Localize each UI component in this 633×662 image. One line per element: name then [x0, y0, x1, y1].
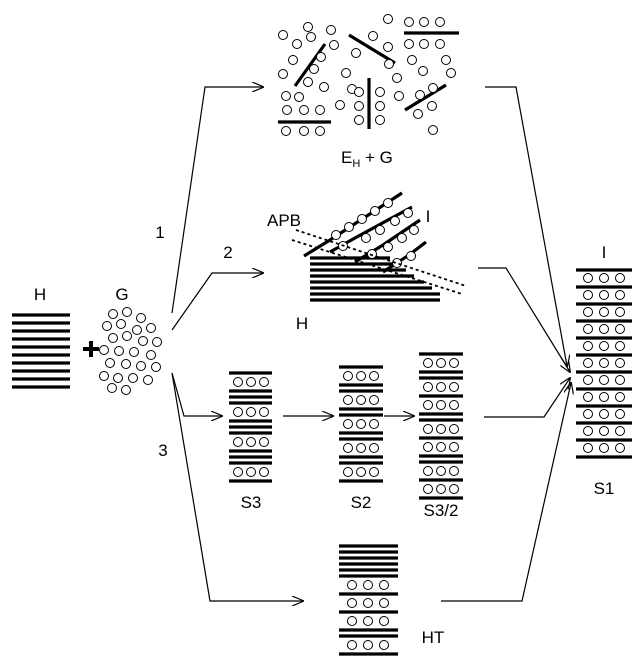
stage-1-top-label: I [602, 243, 607, 262]
ht-to-s1-arrow [441, 383, 571, 601]
stage-3-label: S3 [241, 493, 262, 512]
plus-icon [83, 341, 99, 357]
stage-3-2-label: S3/2 [424, 501, 459, 520]
path-2-label: 2 [223, 243, 232, 262]
apb-to-s1-arrow [478, 268, 570, 372]
path-3-upper-arrow [172, 373, 222, 416]
host-label: H [34, 285, 46, 304]
ht-stack [339, 546, 398, 654]
path-3-label: 3 [158, 441, 167, 460]
intercalate-label: I [426, 207, 431, 226]
stage-2-label: S2 [351, 493, 372, 512]
stage-3-2-stack [419, 354, 463, 498]
stage-1-label: S1 [594, 479, 615, 498]
exfoliated-label: EH + G [341, 148, 393, 170]
exfoliated-to-s1-arrow [485, 87, 567, 366]
guest-molecules [100, 308, 162, 395]
partial-intercalation-host [310, 258, 440, 300]
apb-label: APB [267, 211, 301, 230]
partial-intercalation-layers [304, 193, 426, 272]
stage-3-stack [229, 373, 272, 481]
stage-2-stack [339, 367, 383, 481]
host-layer-stack [12, 315, 70, 387]
apb-boundary-lines [292, 230, 466, 294]
stage-1-stack [576, 270, 632, 457]
path-1-label: 1 [155, 223, 164, 242]
guest-label: G [115, 285, 128, 304]
ht-label: HT [422, 628, 445, 647]
s32-to-s1-arrow [484, 378, 570, 417]
residual-host-label: H [296, 314, 308, 333]
path-1-arrow [172, 87, 263, 313]
path-2-arrow [172, 273, 263, 330]
